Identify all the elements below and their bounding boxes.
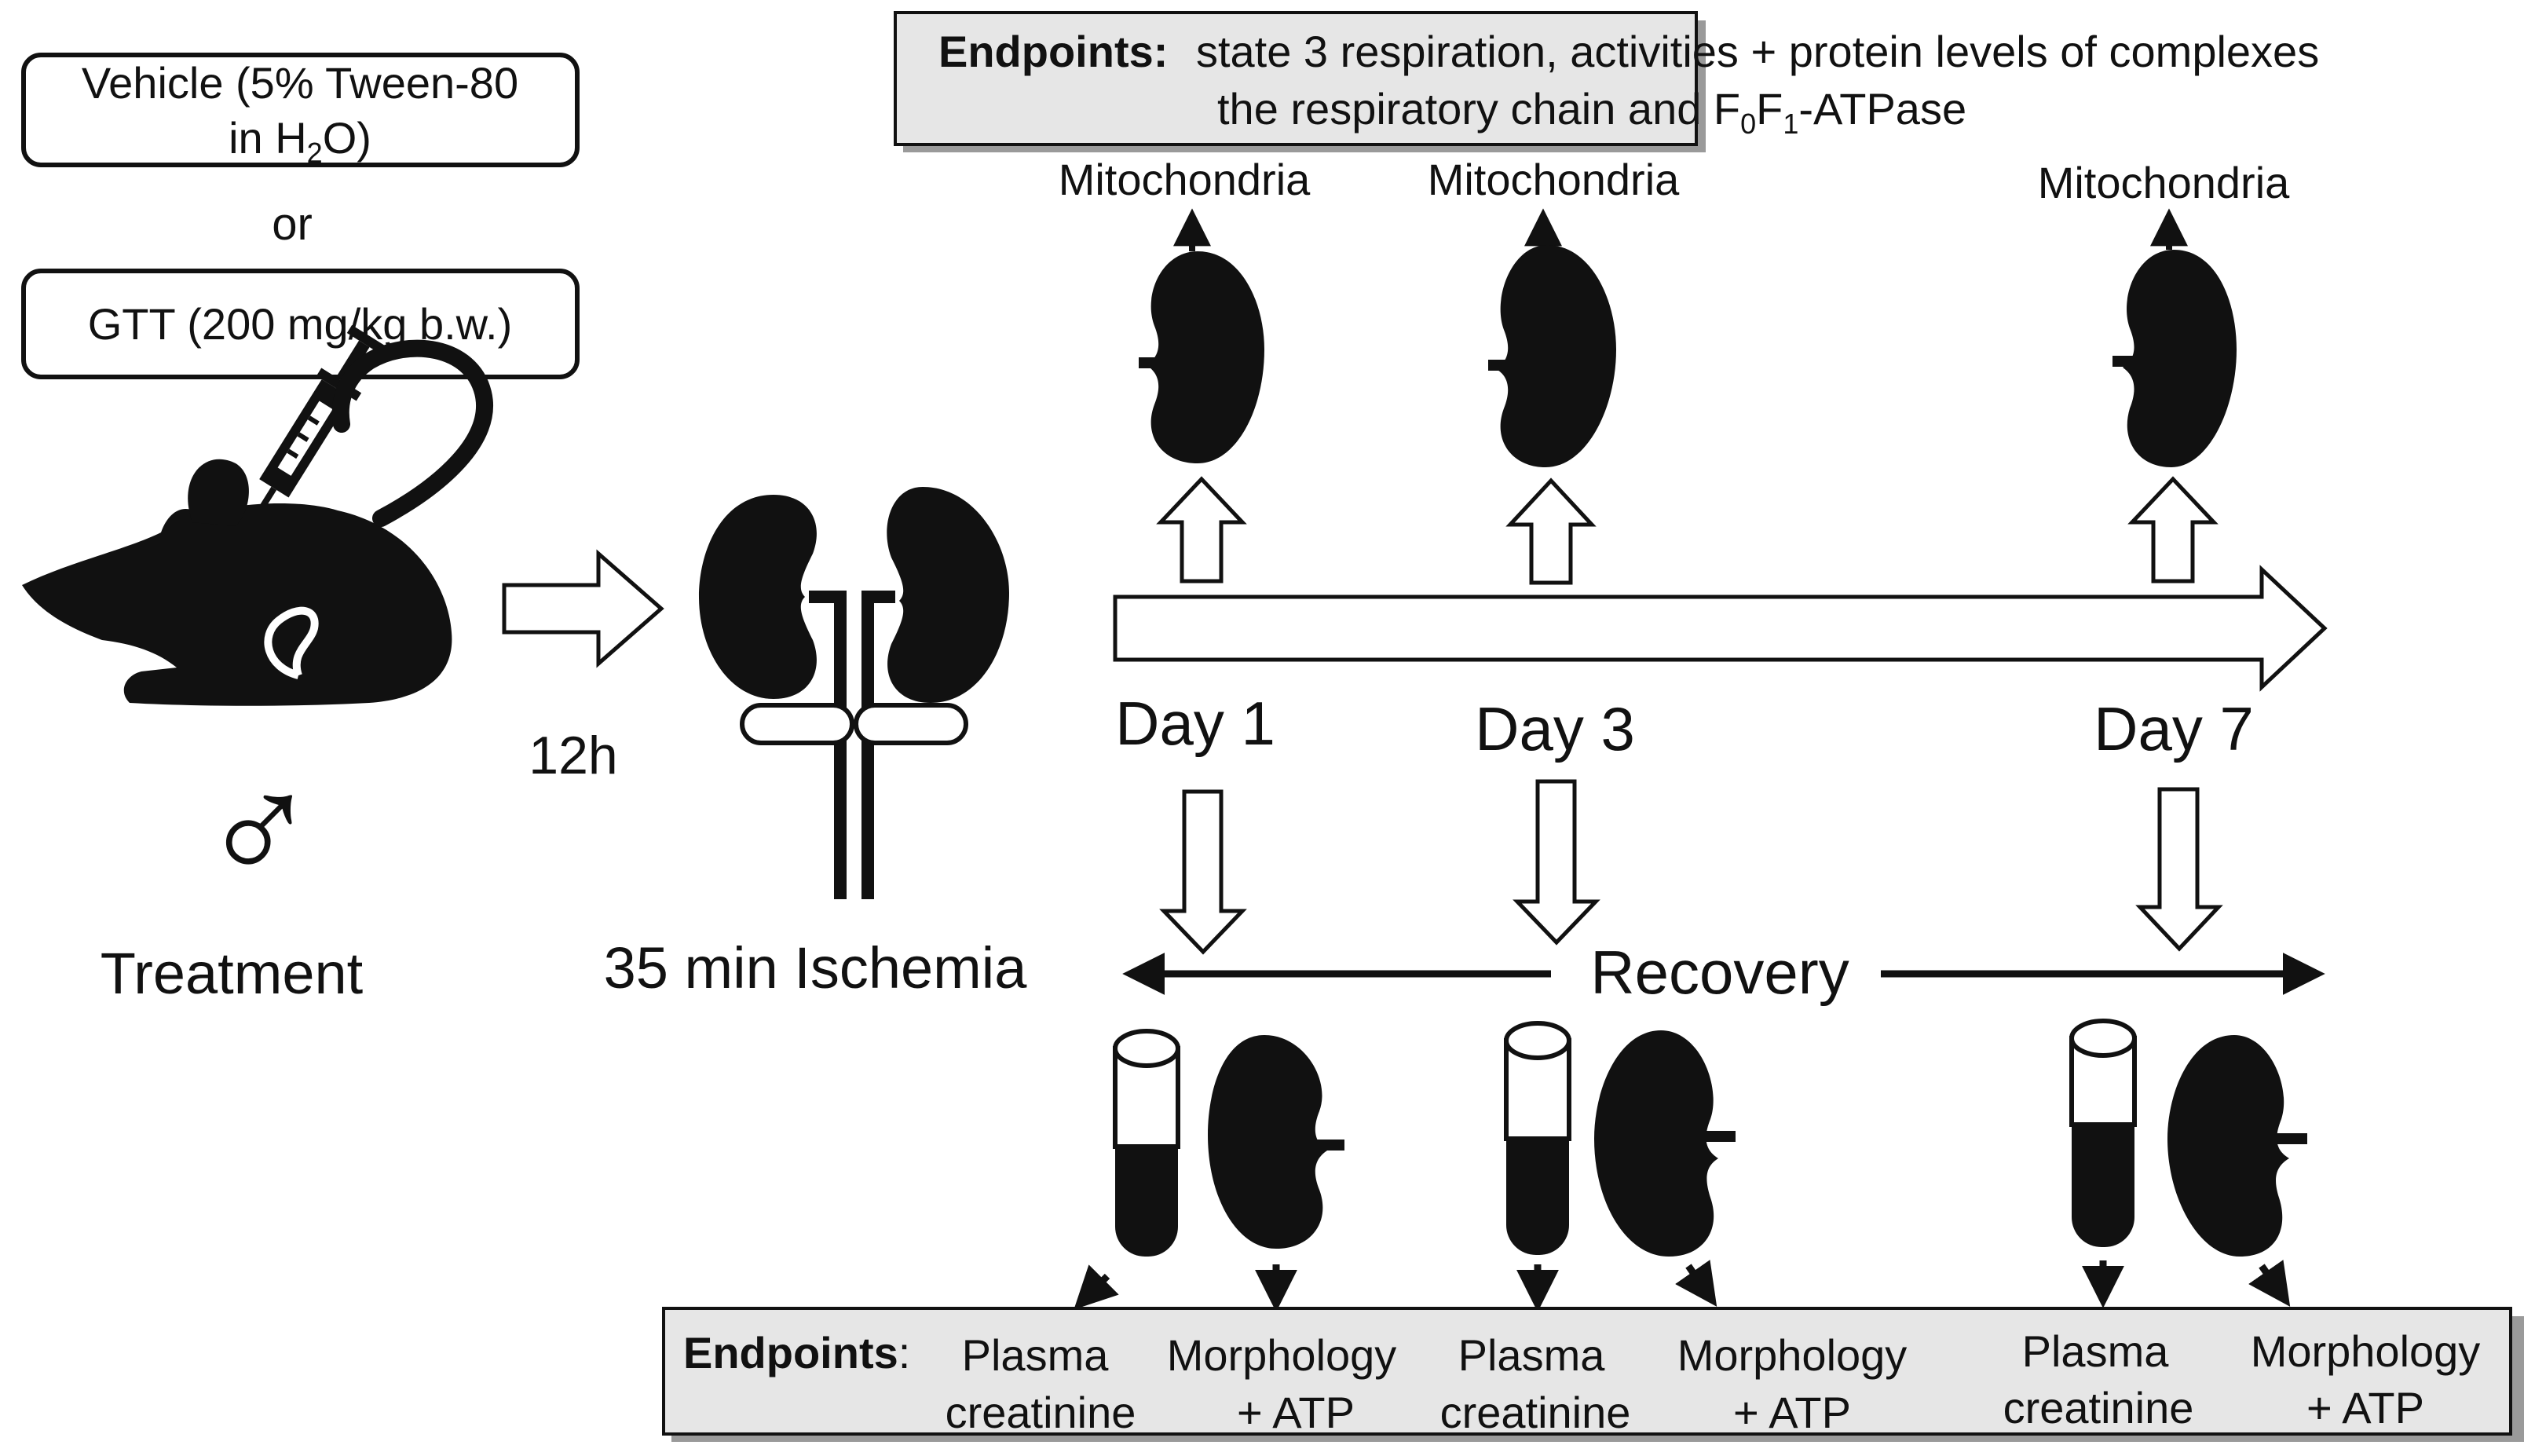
- morphology-day-7-line2: + ATP: [2306, 1383, 2424, 1432]
- bottom-endpoints-heading: Endpoints:: [683, 1328, 910, 1377]
- bottom-endpoints-box: Endpoints: Plasma creatinine Morphology …: [662, 1307, 2524, 1442]
- day-1-column: Mitochondria Day 1: [1059, 155, 1311, 955]
- blood-tube-icon: [1504, 1021, 1571, 1255]
- vehicle-label-line2: in H2O): [229, 113, 371, 169]
- top-endpoints-heading: Endpoints:: [938, 27, 1168, 76]
- morphology-day-1-line2: + ATP: [1237, 1388, 1355, 1437]
- vehicle-box: Vehicle (5% Tween-80 in H2O): [21, 53, 580, 169]
- up-arrow-day-7: [2127, 476, 2219, 583]
- morphology-day-3-line1: Morphology: [1677, 1330, 1908, 1380]
- kidney-icon: [2167, 1035, 2289, 1257]
- morphology-day-1-line1: Morphology: [1167, 1330, 1397, 1380]
- plasma-creatinine-day-1-line2: creatinine: [946, 1388, 1136, 1437]
- sample-group-day-7: [2069, 1019, 2307, 1308]
- mitochondria-label-day-3: Mitochondria: [1428, 155, 1680, 204]
- down-arrow-day-7: [2135, 787, 2223, 952]
- day-7-column: Mitochondria Day 7: [2038, 158, 2290, 952]
- top-endpoints-line1: Endpoints: state 3 respiration, activiti…: [938, 27, 2319, 76]
- kidney-icon: [1594, 1030, 1718, 1257]
- kidney-pair-icon: [699, 487, 1009, 899]
- day-3-column: Mitochondria Day 3: [1428, 155, 1680, 946]
- mitochondria-label-day-1: Mitochondria: [1059, 155, 1311, 204]
- up-arrow-day-3: [1505, 477, 1597, 585]
- recovery-label: Recovery: [1590, 938, 1849, 1007]
- or-label: or: [272, 199, 313, 250]
- interval-arrow: [502, 549, 664, 668]
- day-1-label: Day 1: [1115, 689, 1275, 758]
- plasma-creatinine-day-1-line1: Plasma: [962, 1330, 1110, 1380]
- down-arrow-day-3: [1513, 779, 1600, 946]
- gtt-label: GTT (200 mg/kg b.w.): [88, 299, 512, 349]
- mouse-icon: [22, 339, 493, 706]
- kidney-icon: [1496, 245, 1616, 467]
- kidney-icon: [1147, 251, 1264, 463]
- top-endpoints-line2: the respiratory chain and F0F1-ATPase: [1217, 84, 1966, 140]
- morphology-day-3-line2: + ATP: [1733, 1388, 1851, 1437]
- kidney-icon: [1208, 1035, 1327, 1249]
- day-3-label: Day 3: [1475, 694, 1635, 763]
- plasma-creatinine-day-7-line2: creatinine: [2003, 1383, 2194, 1432]
- sample-group-day-1: [1074, 1029, 1344, 1312]
- plasma-creatinine-day-7-line1: Plasma: [2022, 1326, 2170, 1376]
- treatment-caption: Treatment: [101, 941, 364, 1006]
- male-symbol-icon: ♂: [200, 742, 318, 917]
- down-arrow-day-1: [1159, 789, 1247, 955]
- vehicle-label-line1: Vehicle (5% Tween-80: [82, 58, 518, 108]
- plasma-creatinine-day-3-line1: Plasma: [1458, 1330, 1606, 1380]
- blood-tube-icon: [1113, 1029, 1180, 1257]
- gtt-box: GTT (200 mg/kg b.w.): [21, 269, 580, 379]
- morphology-day-7-line1: Morphology: [2251, 1326, 2481, 1376]
- blood-tube-icon: [2069, 1019, 2137, 1247]
- day-7-label: Day 7: [2094, 694, 2254, 763]
- mitochondria-label-day-7: Mitochondria: [2038, 158, 2290, 207]
- timeline-arrow: [1113, 565, 2328, 692]
- plasma-creatinine-day-3-line2: creatinine: [1440, 1388, 1631, 1437]
- ischemia-label: 35 min Ischemia: [604, 935, 1028, 1001]
- interval-label: 12h: [529, 726, 617, 785]
- sample-group-day-3: [1504, 1021, 1736, 1312]
- up-arrow-day-1: [1156, 476, 1247, 583]
- top-endpoints-box: Endpoints: state 3 respiration, activiti…: [894, 11, 2319, 152]
- kidney-icon: [2123, 250, 2237, 467]
